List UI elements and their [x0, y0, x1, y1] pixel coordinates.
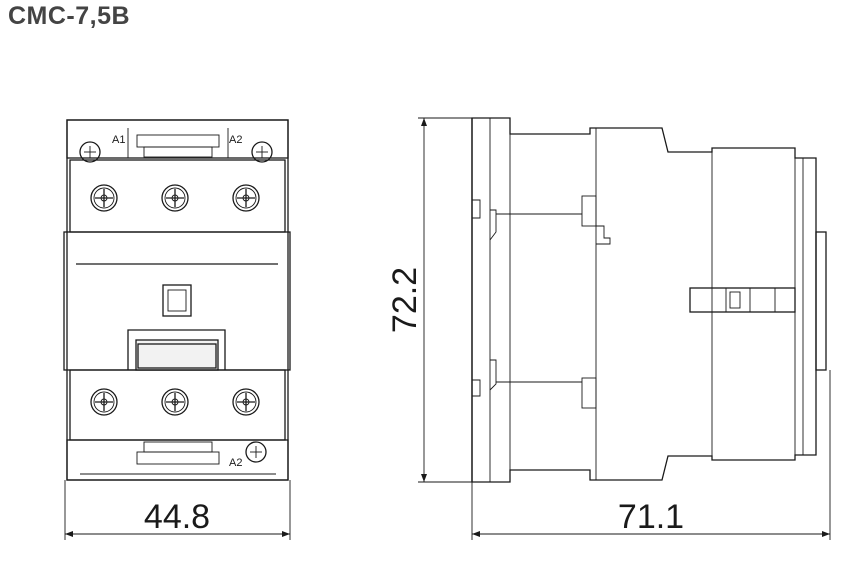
- label-a2-bottom: A2: [229, 457, 242, 469]
- top-label-slot: [136, 134, 220, 148]
- drawing-title: CMC-7,5B: [8, 2, 131, 30]
- indicator-window: [162, 284, 192, 317]
- side-actuator: [689, 287, 796, 313]
- actuator-button: [135, 339, 219, 371]
- front-view: A1 A2 A2: [63, 119, 291, 481]
- height-dimension: 72.2: [386, 117, 472, 483]
- terminal-screw-l2: [161, 184, 189, 212]
- height-value: 72.2: [386, 267, 424, 333]
- width-dimension: 44.8: [64, 480, 291, 540]
- terminal-screw-t2: [161, 388, 189, 416]
- bottom-label-slot: [136, 451, 220, 465]
- side-view: [471, 117, 827, 483]
- depth-value: 71.1: [618, 498, 684, 536]
- terminal-screw-t1: [90, 388, 118, 416]
- terminal-screw-t3: [232, 388, 260, 416]
- terminal-screw-l1: [90, 184, 118, 212]
- side-housing-outline: [471, 117, 817, 483]
- terminal-screw-l3: [232, 184, 260, 212]
- bottom-terminal-block: [69, 369, 286, 441]
- front-housing-outline: [66, 119, 289, 481]
- coil-screw-a2-top: [251, 141, 273, 163]
- side-front-cover: [815, 231, 827, 371]
- depth-dimension: 71.1: [471, 370, 831, 540]
- label-a2-top: A2: [229, 134, 242, 146]
- label-a1: A1: [112, 134, 125, 146]
- coil-screw-a2-bottom: [245, 441, 267, 463]
- coil-screw-a1: [79, 141, 101, 163]
- width-value: 44.8: [144, 498, 210, 536]
